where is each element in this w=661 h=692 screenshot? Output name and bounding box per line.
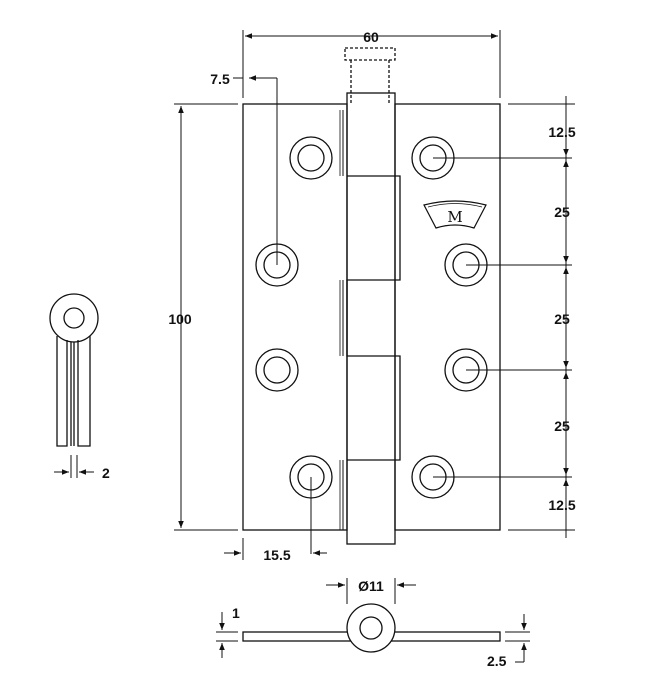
label-edge-bottom: 12.5 [548, 497, 575, 513]
side-view [49, 293, 99, 447]
screw-holes [255, 136, 488, 499]
dim-leaf-thickness [54, 455, 94, 478]
hole-left-1 [289, 136, 333, 180]
dim-hole-offset-left [233, 70, 277, 98]
label-spacing-1: 25 [554, 204, 570, 220]
label-hole-offset-left: 7.5 [210, 71, 230, 87]
bottom-view [242, 603, 501, 653]
pin-head [344, 47, 396, 61]
logo-letter: M [447, 208, 462, 226]
front-view [242, 47, 501, 545]
logo-emblem: M [423, 200, 487, 229]
dim-height [174, 103, 238, 531]
label-overall-thickness: 2.5 [487, 653, 507, 669]
label-total-width: 60 [363, 29, 379, 45]
label-knuckle-diameter: Ø11 [358, 578, 384, 594]
dim-hole-offset-bottom [224, 538, 327, 560]
dim-plate-thickness [216, 612, 238, 658]
leader-lines [276, 78, 572, 554]
dim-knuckle-diameter [326, 578, 416, 604]
label-leaf-thickness: 2 [102, 465, 110, 481]
pin-shaft [350, 60, 390, 105]
dim-overall-thickness [505, 614, 530, 663]
label-spacing-2: 25 [554, 311, 570, 327]
dim-hole-spacing-chain [508, 96, 575, 538]
left-leaf [242, 103, 348, 531]
right-leaf [394, 103, 501, 531]
label-edge-top: 12.5 [548, 124, 575, 140]
hole-left-3 [255, 348, 299, 392]
label-height: 100 [168, 311, 192, 327]
label-hole-offset-bottom: 15.5 [263, 547, 290, 563]
label-spacing-3: 25 [554, 418, 570, 434]
label-plate-thickness: 1 [232, 605, 240, 621]
knuckle-segments [346, 175, 401, 461]
knuckle [346, 92, 396, 545]
